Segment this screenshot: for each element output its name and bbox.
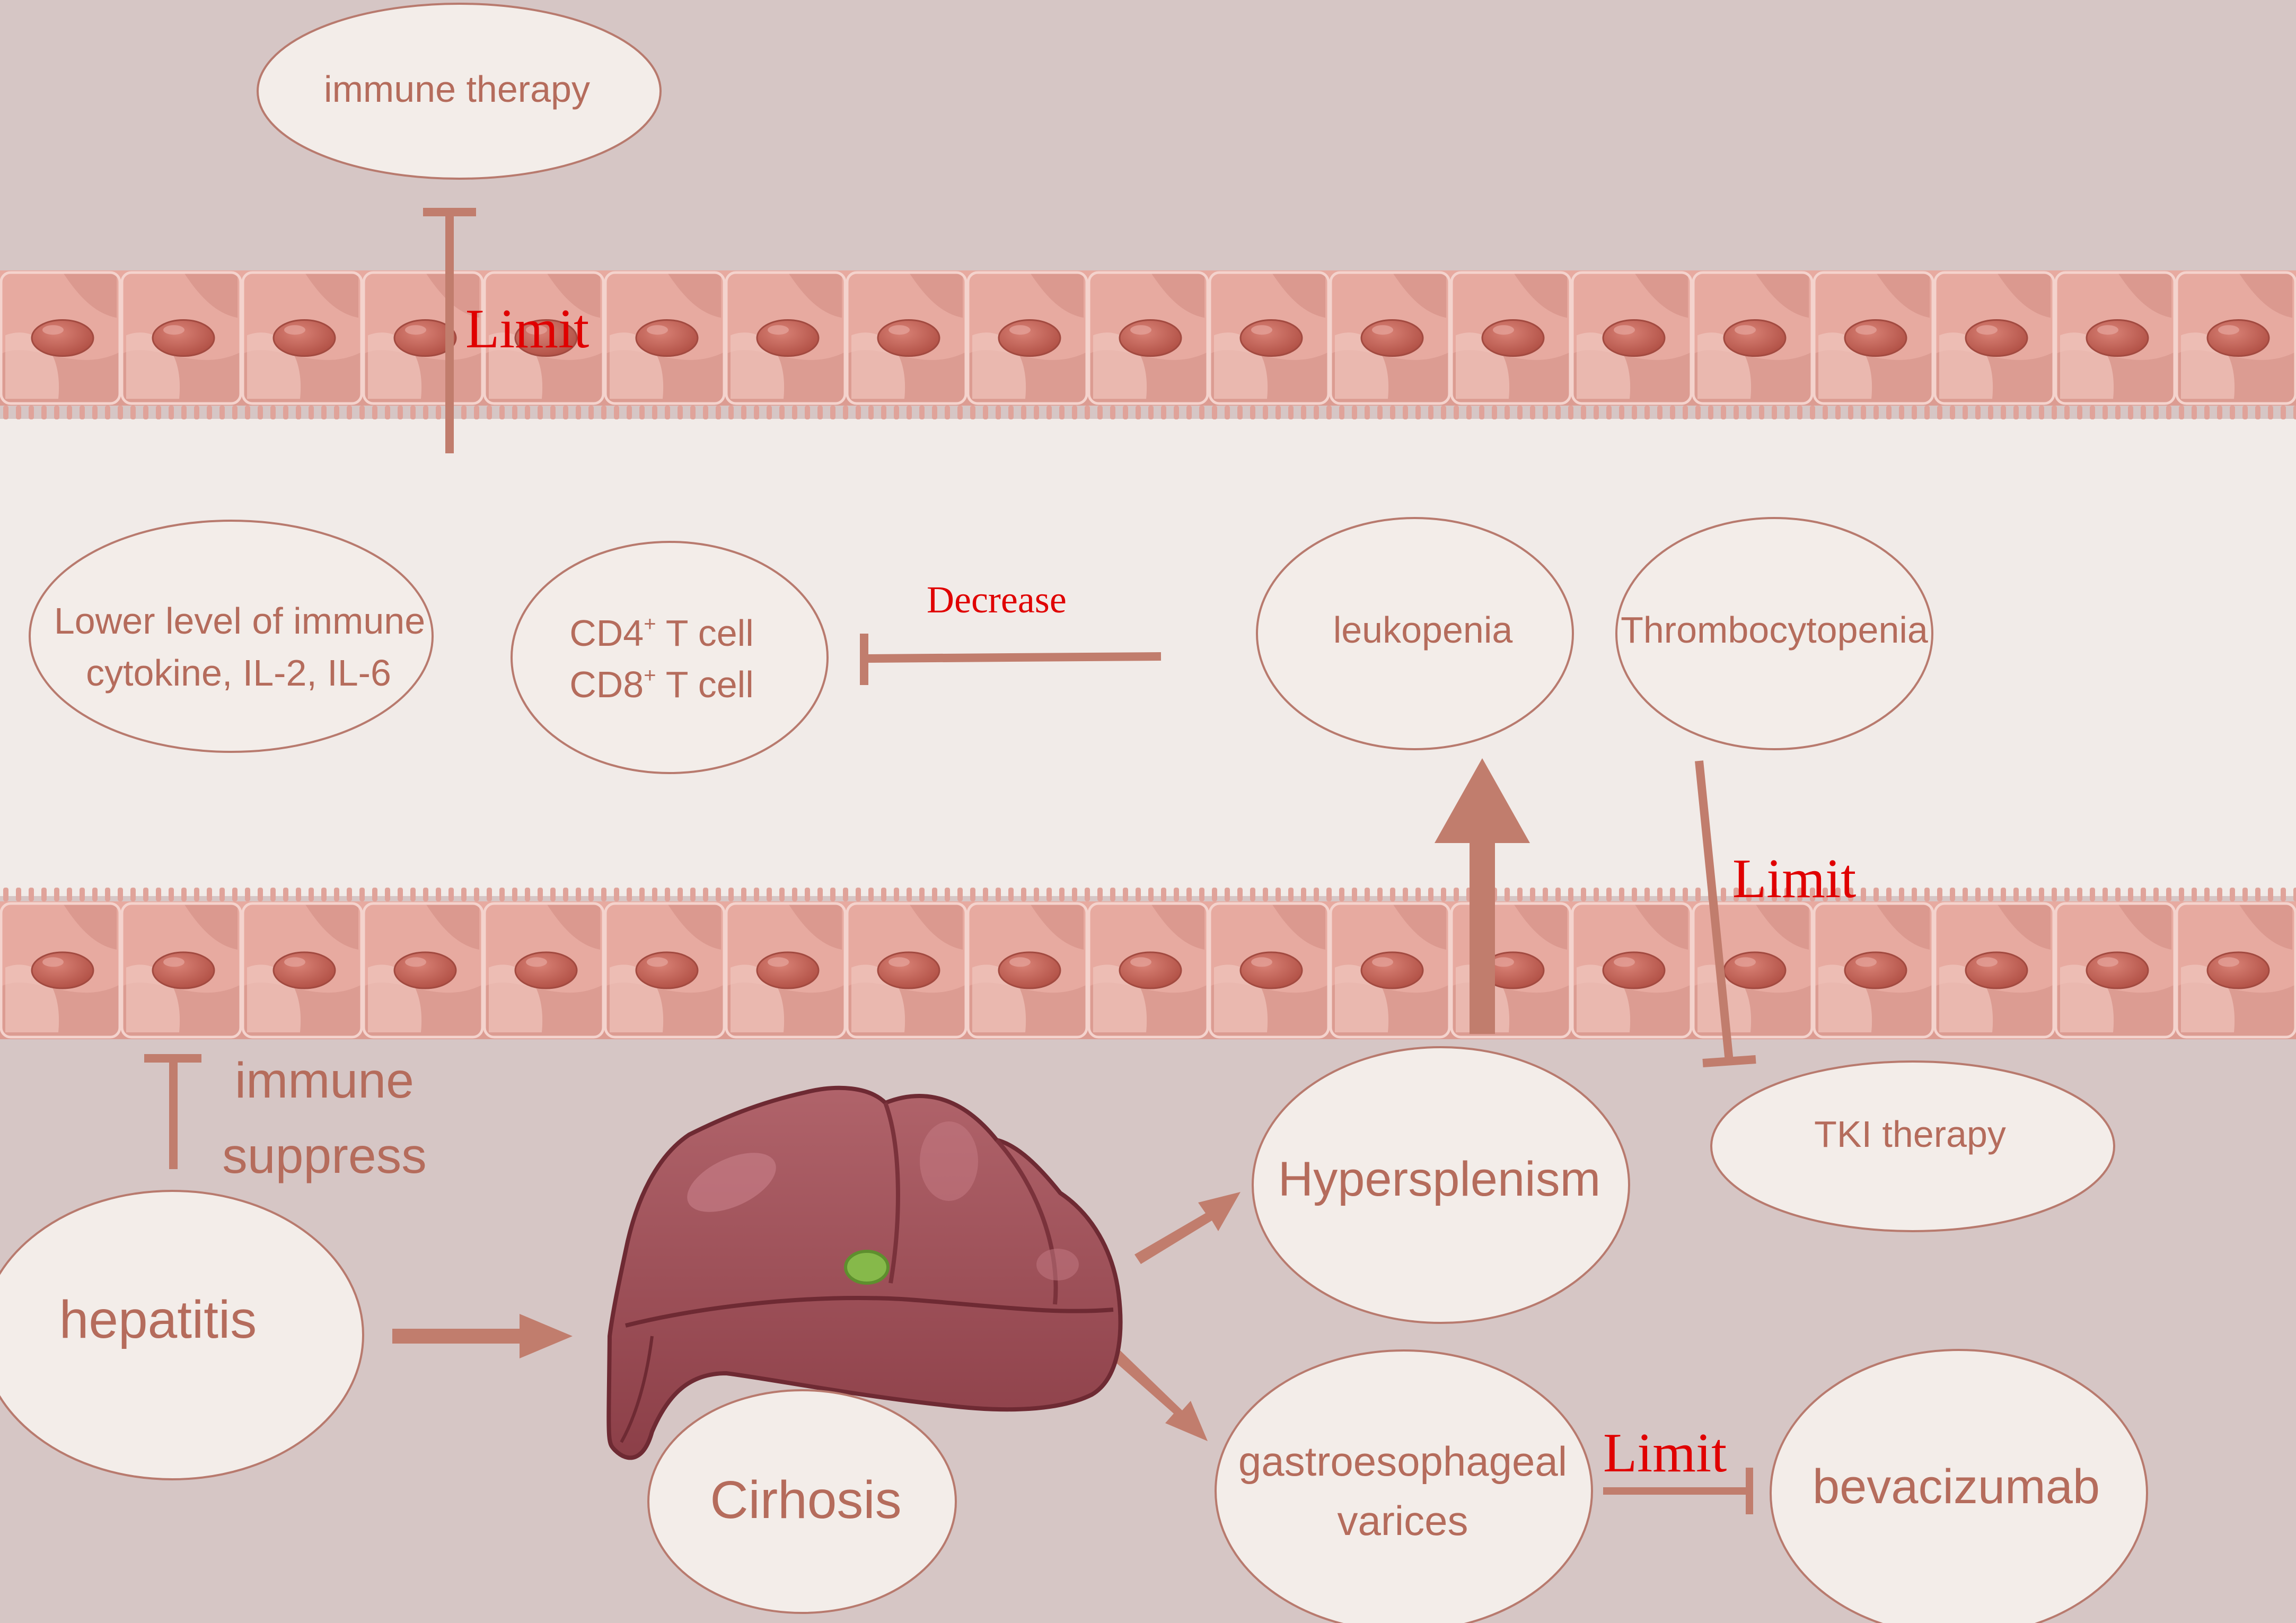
endothelial-cell xyxy=(1933,271,2055,406)
cirhosis-node xyxy=(647,1389,957,1614)
endothelial-cell xyxy=(966,271,1088,406)
thrombocytopenia-node xyxy=(1615,517,1933,750)
varices-label-line1: gastroesophageal xyxy=(1238,1438,1567,1485)
endothelial-cell xyxy=(1571,271,1693,406)
vessel-wall-bottom xyxy=(0,888,2296,1039)
endothelial-cell xyxy=(1329,902,1451,1039)
endothelial-cell xyxy=(1692,271,1814,406)
endothelial-cell xyxy=(1813,902,1934,1039)
cytokine-label-line2: cytokine, IL-2, IL-6 xyxy=(86,652,391,694)
endothelial-cell xyxy=(1329,271,1451,406)
endothelial-cell xyxy=(1450,271,1572,406)
endothelial-cell xyxy=(2175,271,2296,406)
cirhosis-to-varices-arrow xyxy=(1111,1350,1208,1441)
endothelial-cell xyxy=(604,271,726,406)
endothelial-cell xyxy=(483,271,605,406)
immune-suppress-label-line1: immune xyxy=(235,1052,414,1109)
endothelial-cell xyxy=(846,271,967,406)
limit-inhibition-arrow-bevacizumab xyxy=(1603,1468,1753,1514)
limit-label-top: Limit xyxy=(465,297,589,359)
cd8-t-cell-label: CD8+ T cell xyxy=(569,664,754,705)
hypersplenism-to-leukopenia-arrow xyxy=(1435,758,1530,1034)
endothelial-cell xyxy=(966,902,1088,1039)
endothelial-cell xyxy=(2054,271,2176,406)
cirhosis-label: Cirhosis xyxy=(710,1470,901,1530)
leukopenia-label: leukopenia xyxy=(1333,609,1513,651)
gastroesophageal-varices-node xyxy=(1215,1349,1593,1623)
endothelial-cell xyxy=(1087,902,1209,1039)
endothelial-cell xyxy=(1571,902,1693,1039)
immune-therapy-label: immune therapy xyxy=(324,68,590,110)
hypersplenism-node xyxy=(1252,1046,1630,1324)
t-cell-node xyxy=(511,541,829,774)
liver-illustration xyxy=(606,1085,1123,1460)
tki-therapy-node xyxy=(1710,1060,2115,1232)
endothelial-cell xyxy=(725,902,847,1039)
endothelial-cell xyxy=(1813,271,1934,406)
endothelial-cell xyxy=(1087,271,1209,406)
endothelial-cell xyxy=(1208,902,1330,1039)
hepatitis-to-cirhosis-arrow xyxy=(392,1314,573,1358)
endothelial-cell xyxy=(846,902,967,1039)
immune-suppress-inhibition-arrow xyxy=(144,1054,201,1169)
bevacizumab-node xyxy=(1770,1349,2148,1623)
leukopenia-node xyxy=(1256,517,1574,750)
cytokine-level-node xyxy=(29,520,434,753)
immune-suppress-label-line2: suppress xyxy=(222,1128,426,1184)
tki-therapy-label: TKI therapy xyxy=(1814,1113,2006,1155)
bevacizumab-label: bevacizumab xyxy=(1813,1460,2100,1514)
limit-inhibition-arrow-tki xyxy=(1695,760,1756,1067)
endothelial-cell xyxy=(725,271,847,406)
cd4-t-cell-label: CD4+ T cell xyxy=(569,612,754,654)
hepatitis-label: hepatitis xyxy=(59,1290,257,1349)
decrease-label: Decrease xyxy=(927,578,1067,621)
immune-therapy-node xyxy=(257,3,662,180)
endothelial-cell xyxy=(1208,271,1330,406)
endothelial-cell xyxy=(2054,902,2176,1039)
vessel-wall-top xyxy=(0,270,2296,419)
limit-label-tki: Limit xyxy=(1732,847,1856,909)
limit-label-bevacizumab: Limit xyxy=(1603,1422,1727,1484)
endothelial-cell xyxy=(241,271,363,406)
hepatitis-node xyxy=(0,1190,364,1480)
thrombocytopenia-label: Thrombocytopenia xyxy=(1621,609,1928,651)
endothelial-cell xyxy=(1933,902,2055,1039)
endothelial-cell xyxy=(120,902,242,1039)
endothelial-cell xyxy=(120,271,242,406)
varices-label-line2: varices xyxy=(1337,1497,1468,1544)
endothelial-cell xyxy=(483,902,605,1039)
endothelial-cell xyxy=(2175,902,2296,1039)
endothelial-cell xyxy=(362,902,484,1039)
decrease-inhibition-arrow xyxy=(860,634,1162,685)
hypersplenism-label: Hypersplenism xyxy=(1278,1152,1600,1206)
cirhosis-to-hypersplenism-arrow xyxy=(1134,1192,1241,1264)
endothelial-cell xyxy=(604,902,726,1039)
limit-inhibition-arrow-top xyxy=(423,208,476,453)
endothelial-cell xyxy=(0,271,121,406)
cytokine-label-line1: Lower level of immune xyxy=(54,600,425,642)
endothelial-cell xyxy=(241,902,363,1039)
endothelial-cell xyxy=(0,902,121,1039)
